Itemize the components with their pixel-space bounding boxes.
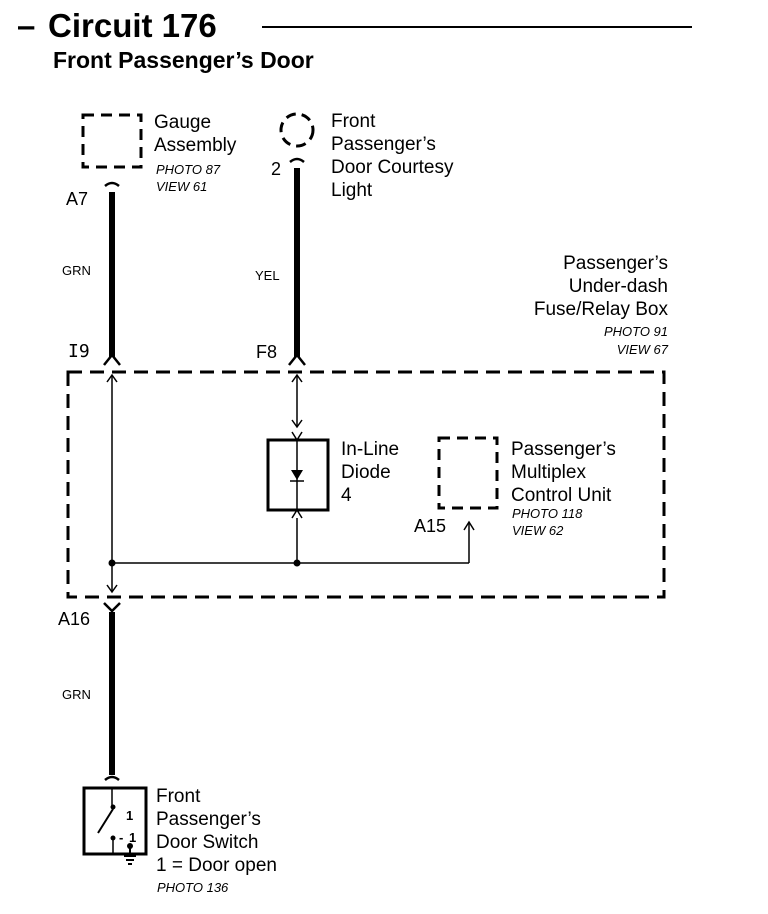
diode-line-1: In-Line bbox=[341, 439, 400, 460]
diode-box bbox=[266, 438, 330, 512]
door-switch-label: Front Passenger’s Door Switch 1 = Door o… bbox=[156, 785, 277, 877]
gauge-line-1: Gauge bbox=[154, 112, 212, 133]
mcu-view-ref: VIEW 62 bbox=[512, 523, 564, 538]
courtesy-line-3: Door Courtesy bbox=[331, 157, 454, 178]
door-switch-line-1: Front bbox=[156, 786, 201, 807]
courtesy-line-1: Front bbox=[331, 111, 376, 132]
pin-a16: A16 bbox=[58, 609, 91, 629]
mcu-photo-ref: PHOTO 118 bbox=[512, 506, 583, 521]
mcu-line-2: Multiplex bbox=[511, 462, 586, 483]
page-subtitle: Front Passenger’s Door bbox=[53, 47, 314, 73]
fuse-box-line-2: Under-dash bbox=[568, 276, 668, 297]
wire-label-grn-top: GRN bbox=[62, 263, 91, 278]
courtesy-line-4: Light bbox=[331, 180, 373, 201]
door-switch-box bbox=[82, 786, 148, 856]
connector-a16 bbox=[103, 602, 121, 613]
mcu-line-1: Passenger’s bbox=[511, 439, 616, 460]
splice-right bbox=[293, 559, 301, 567]
internal-wire-right-chev1 bbox=[291, 419, 303, 429]
page-title: Circuit 176 bbox=[48, 7, 217, 44]
fuse-box-line-3: Fuse/Relay Box bbox=[533, 299, 668, 320]
switch-contact-label-2-value: 1 bbox=[128, 830, 137, 845]
fuse-box-line-1: Passenger’s bbox=[563, 253, 668, 274]
gauge-assembly-box bbox=[81, 113, 143, 169]
gauge-line-2: Assembly bbox=[154, 135, 237, 156]
door-switch-line-3: Door Switch bbox=[156, 832, 259, 853]
fuse-box-label: Passenger’s Under-dash Fuse/Relay Box bbox=[534, 252, 668, 321]
fuse-box-view-ref: VIEW 67 bbox=[616, 342, 668, 357]
internal-wire-left-bottom bbox=[106, 584, 118, 594]
switch-contact-label: 1 bbox=[126, 808, 134, 823]
switch-blade bbox=[97, 808, 114, 834]
pin-a15: A15 bbox=[414, 516, 447, 536]
fuse-box-photo-ref: PHOTO 91 bbox=[603, 324, 668, 339]
connector-f8 bbox=[288, 352, 306, 366]
wire-label-yel: YEL bbox=[255, 268, 280, 283]
ground-dot bbox=[127, 843, 133, 849]
mcu-arrow bbox=[463, 520, 475, 531]
gauge-connector bbox=[104, 181, 120, 187]
door-switch-line-2: Passenger’s bbox=[156, 809, 261, 830]
title-dash: – bbox=[17, 7, 36, 44]
pin-i9: I9 bbox=[68, 341, 90, 362]
splice-left bbox=[108, 559, 116, 567]
switch-contact-top bbox=[110, 804, 116, 810]
fuse-box-outline bbox=[66, 370, 666, 599]
door-switch-line-4: 1 = Door open bbox=[156, 855, 277, 876]
gauge-assembly-label: Gauge Assembly bbox=[154, 111, 236, 157]
mcu-box bbox=[437, 436, 499, 510]
mcu-line-3: Control Unit bbox=[511, 485, 612, 506]
switch-contact-label-2: - 1 bbox=[119, 830, 137, 845]
diode-bottom-chev bbox=[291, 508, 303, 519]
switch-connector bbox=[104, 775, 120, 781]
pin-f8: F8 bbox=[256, 342, 278, 362]
gauge-view-ref: VIEW 61 bbox=[156, 179, 208, 194]
courtesy-light-bulb bbox=[279, 112, 315, 148]
diode-line-3: 4 bbox=[341, 485, 352, 506]
pin-a7: A7 bbox=[66, 189, 89, 209]
gauge-photo-ref: PHOTO 87 bbox=[156, 162, 221, 177]
connector-i9 bbox=[103, 352, 121, 366]
diode-symbol bbox=[291, 470, 303, 480]
wire-label-grn-bottom: GRN bbox=[62, 687, 91, 702]
pin-2: 2 bbox=[271, 159, 282, 179]
courtesy-light-label: Front Passenger’s Door Courtesy Light bbox=[331, 110, 454, 202]
courtesy-light-connector bbox=[289, 157, 305, 163]
diode-line-2: Diode bbox=[341, 462, 391, 483]
courtesy-line-2: Passenger’s bbox=[331, 134, 436, 155]
diode-label: In-Line Diode 4 bbox=[341, 438, 399, 507]
door-switch-photo-ref: PHOTO 136 bbox=[157, 880, 229, 895]
mcu-label: Passenger’s Multiplex Control Unit bbox=[511, 438, 616, 507]
